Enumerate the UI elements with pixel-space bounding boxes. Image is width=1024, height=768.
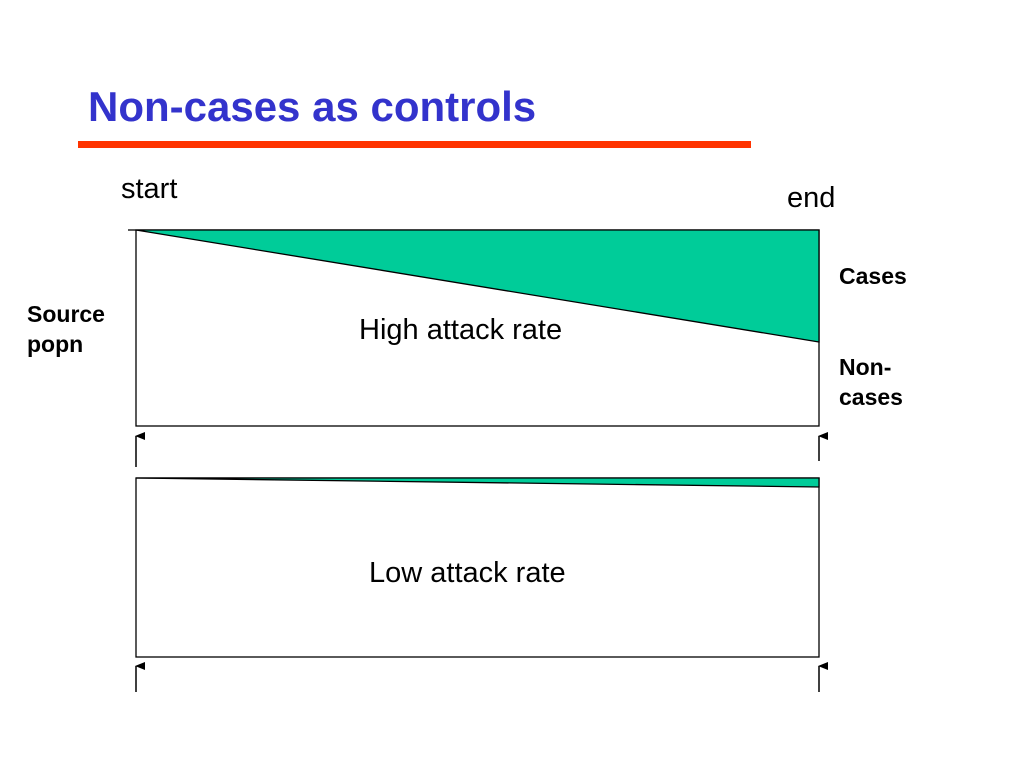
noncases-label: Non- cases [839,352,903,412]
source-label-line1: Source [27,301,105,327]
noncases-label-line2: cases [839,384,903,410]
high-attack-cases-wedge [135,229,820,343]
source-label-line2: popn [27,331,84,357]
end-label: end [787,182,836,214]
start-label: start [121,173,178,205]
title-underline [78,141,751,148]
high-attack-rate-label: High attack rate [359,314,563,346]
source-population-label: Source popn [27,299,105,359]
low-attack-cases-wedge [135,477,820,488]
low-attack-rate-label: Low attack rate [369,557,566,589]
cases-label: Cases [839,263,907,289]
noncases-label-line1: Non- [839,354,892,380]
slide-title: Non-cases as controls [88,83,537,130]
